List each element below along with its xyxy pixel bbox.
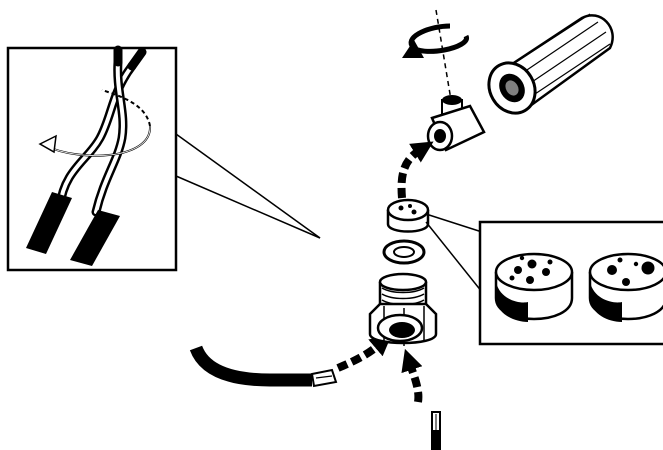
callout-line: [426, 222, 482, 292]
cable-left: [196, 348, 336, 386]
coupling-nut: [480, 14, 613, 122]
seal-insert-variant: [496, 254, 572, 322]
right-inset: [480, 222, 663, 344]
washer: [384, 241, 424, 263]
assembly-arrow-icon: [402, 150, 420, 198]
callout-line: [426, 214, 482, 232]
seal-insert-variant: [590, 254, 663, 322]
assembly-arrow-icon: [410, 364, 418, 402]
threaded-cable-gland: [370, 274, 436, 346]
assembly-arrow-icon: [338, 344, 380, 368]
cable-bottom: [432, 412, 440, 450]
rotation-arrow-icon: [402, 10, 466, 106]
left-inset: [8, 48, 320, 270]
clamp-body-with-screw: [428, 95, 484, 150]
